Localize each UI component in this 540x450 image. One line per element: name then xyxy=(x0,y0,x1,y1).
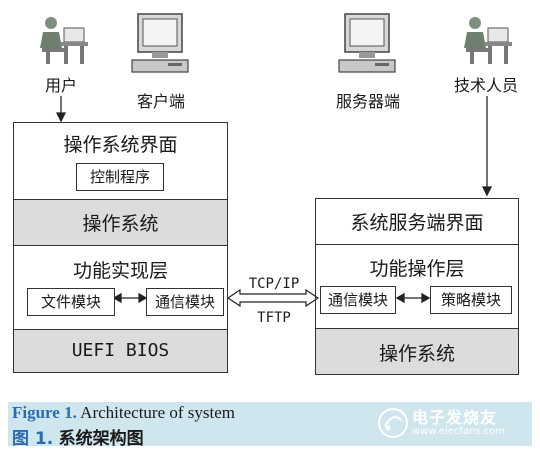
user-icon xyxy=(40,17,88,64)
tftp-label: TFTP xyxy=(257,310,291,326)
comm-module-box-left: 通信模块 xyxy=(146,288,224,316)
user-arrow xyxy=(55,96,67,123)
policy-module-box: 策略模块 xyxy=(430,286,512,314)
caption-en-tag: Figure 1. xyxy=(12,403,77,422)
technician-icon xyxy=(464,17,512,64)
network-hollow-arrow xyxy=(226,288,320,308)
tcpip-label: TCP/IP xyxy=(248,276,300,292)
client-stack: 操作系统界面 控制程序 操作系统 功能实现层 文件模块 通信模块 UEFI BI… xyxy=(13,122,228,373)
figure-caption: Figure 1. Architecture of system 图 1. 系统… xyxy=(8,402,532,449)
server-os-title: 操作系统 xyxy=(378,343,455,365)
bios-layer: UEFI BIOS xyxy=(14,329,227,372)
os-title: 操作系统 xyxy=(82,213,159,235)
caption-zh: 图 1. 系统架构图 xyxy=(12,424,144,449)
os-interface-layer: 操作系统界面 控制程序 xyxy=(14,123,227,199)
caption-en-text: Architecture of system xyxy=(80,403,236,422)
technician-arrow xyxy=(481,96,493,197)
watermark-text: 电子发烧友 xyxy=(412,408,498,427)
comm-module-box-right: 通信模块 xyxy=(320,286,396,314)
elecfans-logo-icon xyxy=(378,408,408,438)
left-module-double-arrow xyxy=(112,292,148,304)
os-layer: 操作系统 xyxy=(14,199,227,245)
elecfans-watermark-logo: 电子发烧友 www.elecfans.com xyxy=(376,404,526,444)
connector-arrows xyxy=(55,96,493,308)
caption-zh-text: 系统架构图 xyxy=(58,429,144,449)
technician-label: 技术人员 xyxy=(453,76,518,95)
file-module-box: 文件模块 xyxy=(27,288,115,316)
server-interface-title: 系统服务端界面 xyxy=(350,212,484,234)
function-layer: 功能实现层 文件模块 通信模块 xyxy=(14,245,227,329)
client-label: 客户端 xyxy=(136,92,185,111)
function-op-layer: 功能操作层 通信模块 策略模块 xyxy=(316,244,518,328)
os-interface-title: 操作系统界面 xyxy=(63,134,178,156)
server-interface-layer: 系统服务端界面 xyxy=(316,199,518,244)
client-computer-icon xyxy=(131,13,189,73)
server-computer-icon xyxy=(338,13,396,73)
server-stack: 系统服务端界面 功能操作层 通信模块 策略模块 操作系统 xyxy=(315,198,519,375)
control-program-box: 控制程序 xyxy=(76,163,164,191)
caption-en: Figure 1. Architecture of system xyxy=(12,403,235,423)
right-module-double-arrow xyxy=(395,292,431,304)
bios-title: UEFI BIOS xyxy=(71,340,170,361)
function-op-title: 功能操作层 xyxy=(369,258,465,280)
watermark-url: www.elecfans.com xyxy=(412,426,506,437)
server-os-layer: 操作系统 xyxy=(316,328,518,374)
server-label: 服务器端 xyxy=(335,92,400,111)
caption-zh-tag: 图 1. xyxy=(12,429,54,449)
function-layer-title: 功能实现层 xyxy=(72,260,168,282)
user-label: 用户 xyxy=(44,76,77,95)
